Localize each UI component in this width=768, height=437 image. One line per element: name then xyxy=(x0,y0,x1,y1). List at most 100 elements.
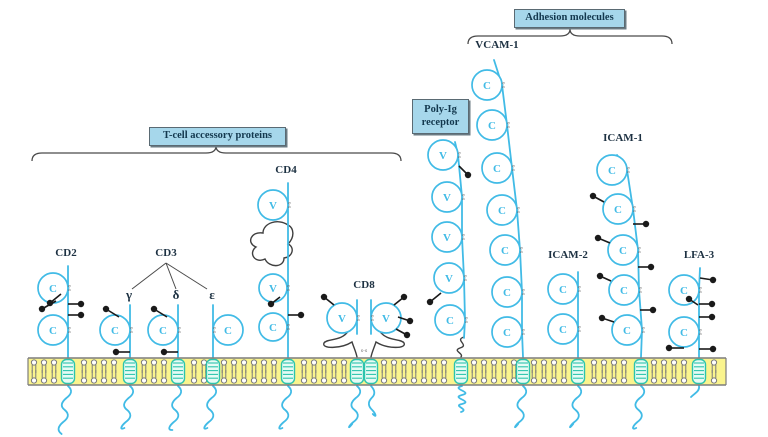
phospholipid-head xyxy=(670,377,678,384)
disulfide-bond-label: s-s xyxy=(286,202,291,209)
carbohydrate-group xyxy=(403,331,411,339)
carbohydrate-group xyxy=(150,305,158,313)
phospholipid-head xyxy=(30,359,38,366)
disulfide-bond-label: s-s xyxy=(637,287,642,294)
ig-domain-letter: C xyxy=(608,165,616,177)
phospholipid-head xyxy=(390,359,398,366)
ig-domain-letter: C xyxy=(680,327,688,339)
ig-domain-letter: C xyxy=(623,325,631,337)
ig-domain-letter: C xyxy=(559,284,567,296)
disulfide-bond-label: s-s xyxy=(510,165,515,172)
ig-domain-circle xyxy=(427,139,459,171)
carbohydrate-group xyxy=(77,311,85,319)
carbohydrate-group xyxy=(709,345,717,353)
ig-domain-circle xyxy=(489,234,521,266)
ig-domain-letter: V xyxy=(445,273,453,285)
phospholipid-head xyxy=(680,377,688,384)
ig-domain-letter: C xyxy=(503,327,511,339)
cytoplasmic-tail xyxy=(514,385,528,429)
phospholipid-head xyxy=(400,377,408,384)
protein-label-cd2: CD2 xyxy=(55,247,77,259)
phospholipid-head xyxy=(440,359,448,366)
disulfide-bond-label: s-s xyxy=(500,82,505,89)
ig-domain-circle xyxy=(476,109,508,141)
phospholipid-head xyxy=(90,359,98,366)
disulfide-bond-label: s-s xyxy=(515,207,520,214)
cytoplasmic-tail xyxy=(632,385,646,430)
cytoplasmic-tail xyxy=(278,385,292,430)
ig-domain-circle xyxy=(434,304,466,336)
transmembrane-helix xyxy=(570,358,586,385)
ig-domain-letter: V xyxy=(382,313,390,325)
disulfide-bond-label: s-s xyxy=(697,287,702,294)
phospholipid-head xyxy=(150,359,158,366)
phospholipid-head xyxy=(560,359,568,366)
phospholipid-head xyxy=(590,359,598,366)
cytoplasmic-tail xyxy=(457,385,467,413)
protein-label-vcam1: VCAM-1 xyxy=(475,39,519,51)
phospholipid-head xyxy=(320,377,328,384)
phospholipid-head xyxy=(540,377,548,384)
phospholipid-head xyxy=(100,377,108,384)
phospholipid-head xyxy=(90,377,98,384)
disulfide-bond-label: s-s xyxy=(369,315,374,322)
transmembrane-helix xyxy=(349,358,365,385)
cd3-fan-line xyxy=(165,262,208,290)
transmembrane-helix xyxy=(60,358,76,385)
phospholipid-head xyxy=(470,377,478,384)
phospholipid-head xyxy=(530,359,538,366)
cytoplasmic-tail xyxy=(348,385,362,429)
ig-domain-letter: C xyxy=(680,285,688,297)
group-brace xyxy=(467,28,673,45)
phospholipid-head xyxy=(620,377,628,384)
ig-domain-circle xyxy=(433,262,465,294)
ig-domain-letter: C xyxy=(493,163,501,175)
ig-domain-circle xyxy=(212,314,244,346)
disulfide-bond-label: s-s xyxy=(460,234,465,241)
ig-domain-letter: C xyxy=(224,325,232,337)
phospholipid-head xyxy=(230,359,238,366)
carbohydrate-group xyxy=(665,344,673,352)
protein-stalk xyxy=(249,221,294,267)
phospholipid-head xyxy=(50,359,58,366)
ig-domain-circle xyxy=(471,69,503,101)
cd3-fan-line xyxy=(131,262,167,290)
ig-domain-circle xyxy=(608,274,640,306)
phospholipid-head xyxy=(550,359,558,366)
cytoplasmic-tail xyxy=(120,385,134,430)
phospholipid-head xyxy=(250,377,258,384)
disulfide-bond-label: s-s xyxy=(636,247,641,254)
phospholipid-head xyxy=(620,359,628,366)
phospholipid-head xyxy=(140,377,148,384)
carbohydrate-group xyxy=(160,348,168,356)
phospholipid-head xyxy=(430,359,438,366)
ig-domain-circle xyxy=(607,234,639,266)
transmembrane-helix xyxy=(363,358,379,385)
ig-domain-letter: C xyxy=(111,325,119,337)
carbohydrate-group xyxy=(112,348,120,356)
phospholipid-head xyxy=(670,359,678,366)
group-label-adhesion: Adhesion molecules xyxy=(525,12,614,24)
phospholipid-head xyxy=(270,359,278,366)
cytoplasmic-tail xyxy=(168,385,182,431)
ig-domain-circle xyxy=(491,316,523,348)
disulfide-bond-label: s-s xyxy=(361,349,368,354)
ig-domain-letter: V xyxy=(269,200,277,212)
ig-domain-letter: C xyxy=(159,325,167,337)
phospholipid-head xyxy=(440,377,448,384)
phospholipid-head xyxy=(100,359,108,366)
carbohydrate-group xyxy=(685,295,693,303)
phospholipid-head xyxy=(40,377,48,384)
ig-domain-circle xyxy=(431,221,463,253)
protein-label-cd3: CD3 xyxy=(155,247,177,259)
phospholipid-head xyxy=(160,377,168,384)
disulfide-bond-label: s-s xyxy=(456,152,461,159)
phospholipid-head xyxy=(140,359,148,366)
group-label-tcell: T-cell accessory proteins xyxy=(162,130,273,142)
phospholipid-head xyxy=(310,359,318,366)
disulfide-bond-label: s-s xyxy=(285,324,290,331)
phospholipid-head xyxy=(330,359,338,366)
group-brace xyxy=(31,145,402,162)
phospholipid-head xyxy=(390,377,398,384)
transmembrane-helix xyxy=(515,358,531,385)
